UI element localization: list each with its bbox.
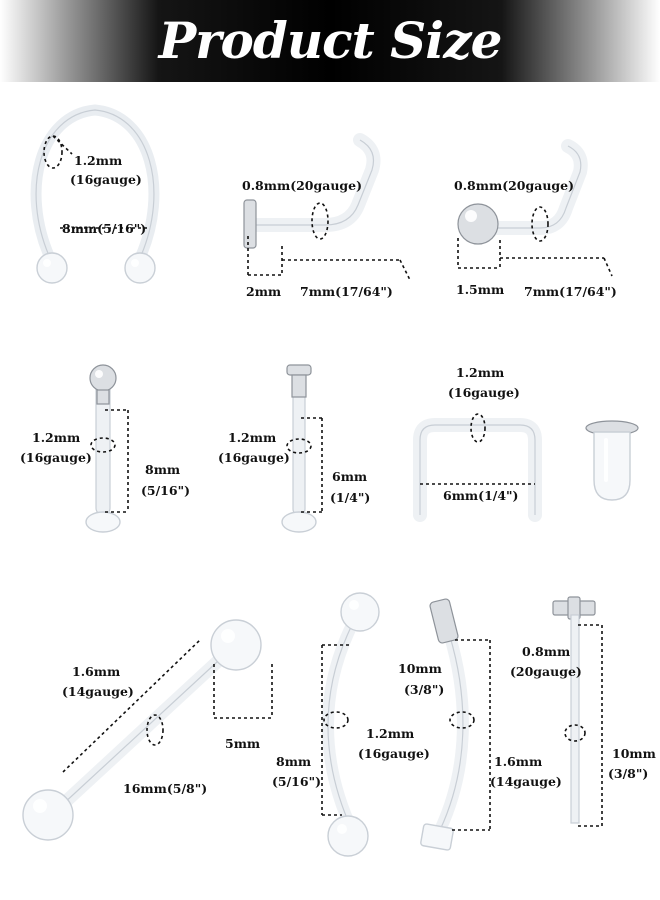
nose-stud-flat-gauge: 0.8mm(20gauge) (242, 178, 362, 193)
curved-gauge-mm: 1.2mm (366, 726, 414, 741)
curved-spike-length-mm: 10mm (398, 661, 442, 676)
curved-ball-top (340, 592, 380, 632)
labret-ball (85, 364, 129, 533)
nose-stud-ball-head-label: 1.5mm (456, 282, 504, 297)
staple-retainer (413, 413, 542, 522)
labret-ball-length-in: (5/16") (141, 483, 190, 498)
labret-flat-gauge: (16gauge) (218, 450, 290, 465)
product-illustration: 1.2mm (16gauge) 8mm(5/16") 0.8mm(20gauge… (20, 104, 656, 857)
curved-barbell (321, 592, 380, 857)
straight-pin (552, 596, 603, 827)
horseshoe-gauge: (16gauge) (70, 172, 142, 187)
curved-length-in: (5/16") (272, 774, 321, 789)
nose-stud-ball-length: 7mm(17/64") (524, 284, 617, 299)
nose-stud-flat-head: 2mm (246, 284, 281, 299)
barbell-gauge-mm: 1.6mm (72, 664, 120, 679)
labret-ball-top (89, 364, 117, 392)
labret-flat-length-in: (1/4") (330, 490, 370, 505)
staple-width: 6mm(1/4") (443, 488, 518, 503)
straight-pin-length-in: (3/8") (608, 766, 648, 781)
labret-ball-disc (85, 511, 121, 533)
curved-gauge: (16gauge) (358, 746, 430, 761)
horseshoe-gauge-mm: 1.2mm (74, 153, 122, 168)
barbell-length: 16mm(5/8") (123, 781, 207, 796)
labret-ball-length-mm: 8mm (145, 462, 180, 477)
header-banner: Product Size (0, 0, 660, 82)
page-title: Product Size (158, 11, 503, 70)
curved-spike-gauge: (14gauge) (490, 774, 562, 789)
curved-length-mm: 8mm (276, 754, 311, 769)
labret-flat-gauge-mm: 1.2mm (228, 430, 276, 445)
labret-flat (281, 364, 323, 533)
labret-flat-top (286, 364, 312, 376)
barbell-ball-bottom (22, 789, 74, 841)
plug-cap (585, 420, 639, 501)
straight-pin-length-mm: 10mm (612, 746, 656, 761)
curved-spike-top (429, 598, 459, 644)
labret-ball-gauge: (16gauge) (20, 450, 92, 465)
nose-stud-flat (243, 133, 411, 281)
barbell-gauge: (14gauge) (62, 684, 134, 699)
horseshoe-ring (30, 104, 160, 284)
barbell-ball-label: 5mm (225, 736, 260, 751)
labret-flat-length-mm: 6mm (332, 469, 367, 484)
labret-ball-gauge-mm: 1.2mm (32, 430, 80, 445)
labret-flat-disc (281, 511, 317, 533)
curved-spike-length-in: (3/8") (404, 682, 444, 697)
straight-pin-gauge: (20gauge) (510, 664, 582, 679)
barbell-ball-top (210, 619, 262, 671)
curved-spike (420, 598, 491, 851)
nose-stud-ball-gauge: 0.8mm(20gauge) (454, 178, 574, 193)
curved-ball-bottom (327, 815, 369, 857)
nose-stud-ball-head (457, 203, 499, 245)
nose-stud-flat-length: 7mm(17/64") (300, 284, 393, 299)
staple-gauge-mm: 1.2mm (456, 365, 504, 380)
horseshoe-ball-right (124, 252, 156, 284)
nose-stud-flat-disc (243, 199, 257, 249)
horseshoe-ball-left (36, 252, 68, 284)
horseshoe-diameter: 8mm(5/16") (62, 221, 146, 236)
staple-gauge: (16gauge) (448, 385, 520, 400)
nose-stud-ball (457, 139, 613, 277)
curved-spike-bottom (420, 823, 454, 851)
straight-pin-gauge-mm: 0.8mm (522, 644, 570, 659)
curved-spike-gauge-mm: 1.6mm (494, 754, 542, 769)
barbell (22, 619, 273, 841)
